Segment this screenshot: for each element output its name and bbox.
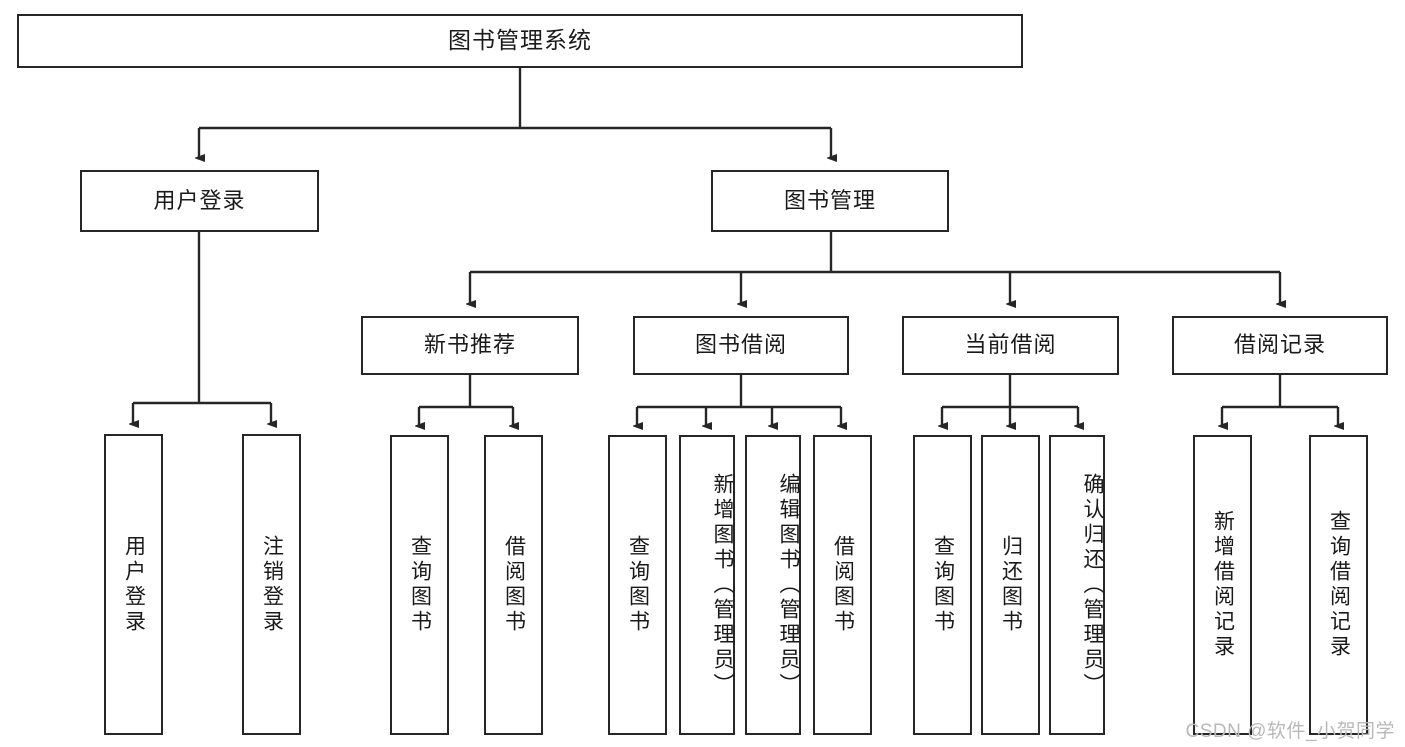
node-label: 新增借阅记录: [1211, 510, 1235, 660]
node-label: 查询图书: [626, 535, 650, 635]
leaf-query-book-borrow[interactable]: 查询图书: [608, 435, 667, 735]
node-label: 用户登录: [122, 534, 146, 635]
leaf-confirm-return-admin[interactable]: 确认归还（管理员）: [1049, 435, 1105, 735]
leaf-add-book-admin[interactable]: 新增图书（管理员）: [679, 435, 735, 735]
node-label: 新增图书（管理员）: [711, 472, 734, 698]
node-label: 查询借阅记录: [1327, 510, 1351, 660]
node-new-book-recommend[interactable]: 新书推荐: [361, 316, 579, 375]
node-user-login[interactable]: 用户登录: [80, 170, 319, 232]
node-label: 借阅图书: [502, 535, 526, 635]
node-label: 当前借阅: [964, 332, 1057, 358]
node-label: 借阅记录: [1233, 332, 1326, 358]
node-label: 图书管理系统: [448, 27, 592, 54]
node-label: 借阅图书: [831, 535, 855, 635]
leaf-query-book-recommend[interactable]: 查询图书: [390, 435, 449, 735]
node-label: 图书借阅: [694, 332, 787, 358]
node-label: 确认归还（管理员）: [1081, 472, 1104, 698]
leaf-borrow-book[interactable]: 借阅图书: [813, 435, 872, 735]
node-book-management[interactable]: 图书管理: [711, 170, 949, 232]
node-label: 查询图书: [931, 535, 955, 635]
node-label: 编辑图书（管理员）: [777, 472, 800, 698]
leaf-borrow-book-recommend[interactable]: 借阅图书: [484, 435, 543, 735]
leaf-add-borrow-record[interactable]: 新增借阅记录: [1193, 435, 1252, 735]
node-label: 新书推荐: [423, 332, 516, 358]
watermark: CSDN @软件_小贺同学: [1185, 721, 1395, 742]
leaf-return-book[interactable]: 归还图书: [981, 435, 1040, 735]
node-label: 用户登录: [153, 187, 246, 213]
leaf-edit-book-admin[interactable]: 编辑图书（管理员）: [745, 435, 801, 735]
leaf-logout[interactable]: 注销登录: [242, 434, 301, 735]
node-label: 注销登录: [260, 534, 284, 635]
node-borrow-record[interactable]: 借阅记录: [1172, 316, 1388, 375]
node-label: 查询图书: [408, 535, 432, 635]
node-book-borrow[interactable]: 图书借阅: [633, 316, 849, 375]
node-label: 图书管理: [783, 187, 876, 213]
leaf-query-borrow-record[interactable]: 查询借阅记录: [1309, 435, 1368, 735]
node-root-book-management-system[interactable]: 图书管理系统: [17, 14, 1023, 68]
node-label: 归还图书: [999, 535, 1023, 635]
leaf-user-login[interactable]: 用户登录: [104, 434, 163, 735]
node-current-borrow[interactable]: 当前借阅: [902, 316, 1119, 375]
leaf-query-book-current[interactable]: 查询图书: [913, 435, 972, 735]
